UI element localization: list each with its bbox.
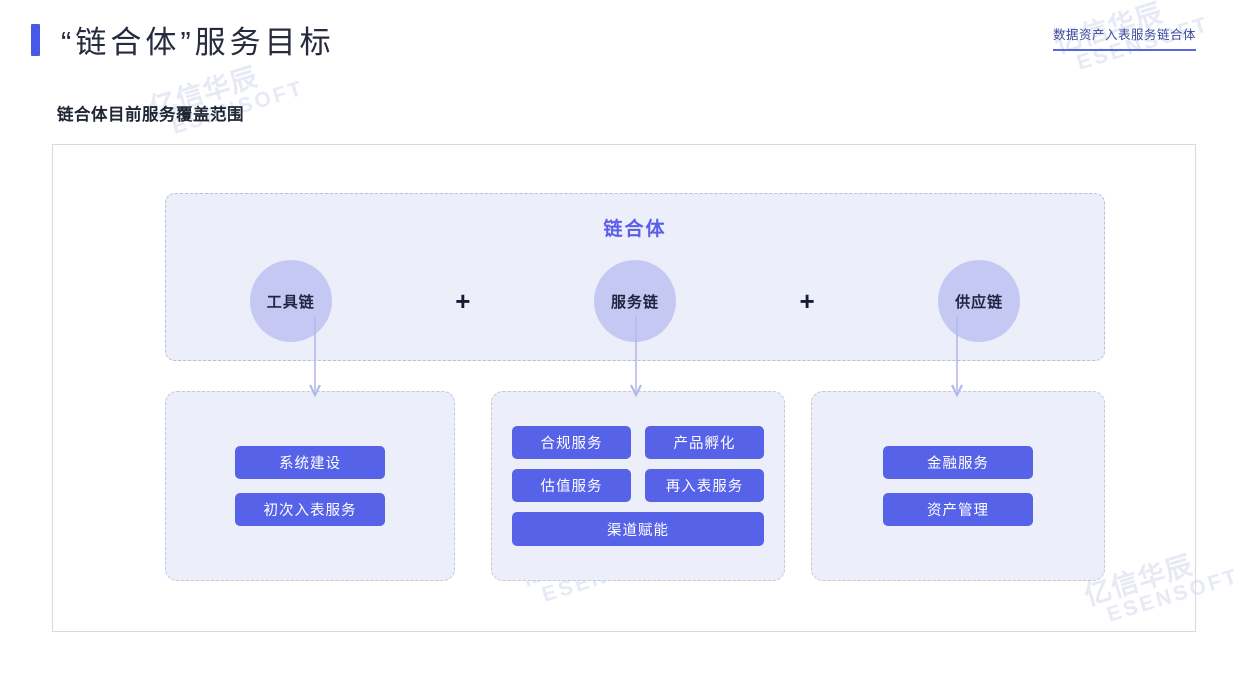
page-title: “链合体”服务目标 <box>61 25 335 60</box>
service-chip-relisting[interactable]: 再入表服务 <box>645 469 764 502</box>
corner-label: 数据资产入表服务链合体 <box>1052 28 1196 42</box>
service-chip-financial-service[interactable]: 金融服务 <box>883 446 1033 479</box>
arrow-down-icon-supply <box>950 317 964 403</box>
service-chip-system-build[interactable]: 系统建设 <box>235 446 385 479</box>
service-chip-product-incubation[interactable]: 产品孵化 <box>645 426 764 459</box>
service-chip-compliance[interactable]: 合规服务 <box>512 426 631 459</box>
arrow-down-icon-service <box>629 317 643 403</box>
service-chip-asset-management[interactable]: 资产管理 <box>883 493 1033 526</box>
chain-node-service[interactable]: 服务链 <box>593 260 676 342</box>
title-accent-bar <box>31 23 40 56</box>
arrow-down-icon-tool <box>308 317 322 403</box>
page-header: “链合体”服务目标 数据资产入表服务链合体 <box>0 0 1248 80</box>
plus-icon: + <box>799 286 815 316</box>
corner-label-underline <box>1052 49 1196 51</box>
page-title-wrap: “链合体”服务目标 <box>31 17 335 62</box>
service-chip-first-listing[interactable]: 初次入表服务 <box>235 493 385 526</box>
supply-chain-panel: 金融服务 资产管理 <box>811 391 1105 581</box>
chain-nodes-row: 工具链 + 服务链 + 供应链 <box>166 256 1104 346</box>
plus-icon: + <box>455 286 471 316</box>
chain-node-supply[interactable]: 供应链 <box>938 260 1021 342</box>
link-union-title: 链合体 <box>603 219 667 240</box>
chain-node-tool[interactable]: 工具链 <box>249 260 332 342</box>
service-chip-valuation[interactable]: 估值服务 <box>512 469 631 502</box>
service-panels-row: 系统建设 初次入表服务 合规服务 产品孵化 估值服务 再入表服务 渠道赋能 金融… <box>165 391 1105 581</box>
service-chip-channel-enablement[interactable]: 渠道赋能 <box>512 512 764 546</box>
service-chip-grid: 合规服务 产品孵化 估值服务 再入表服务 渠道赋能 <box>512 426 764 546</box>
section-subtitle: 链合体目前服务覆盖范围 <box>57 106 244 124</box>
service-chain-panel: 合规服务 产品孵化 估值服务 再入表服务 渠道赋能 <box>491 391 785 581</box>
tool-chain-panel: 系统建设 初次入表服务 <box>165 391 455 581</box>
corner-label-wrap: 数据资产入表服务链合体 <box>1052 24 1196 51</box>
link-union-group: 链合体 工具链 + 服务链 + 供应链 <box>165 193 1105 361</box>
diagram-frame: 链合体 工具链 + 服务链 + 供应链 系统建设 初次入表服务 <box>52 144 1196 632</box>
